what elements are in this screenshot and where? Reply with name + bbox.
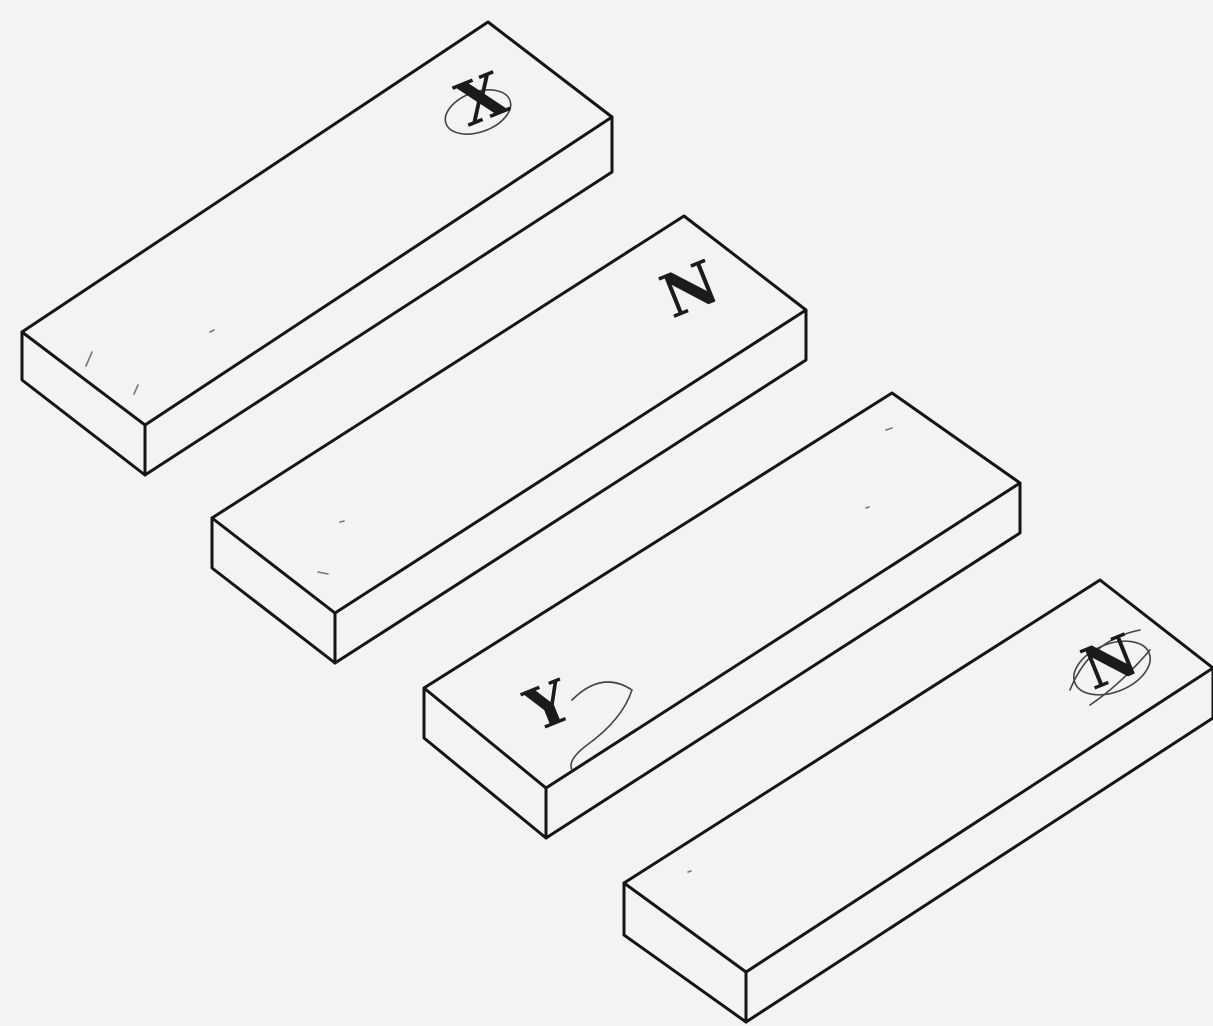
magnet-bar-4: N	[622, 578, 1213, 1024]
magnet-bar-1: X	[20, 20, 614, 477]
magnet-bar-2: N	[210, 214, 808, 665]
magnet-bar-3: Y	[422, 391, 1022, 840]
